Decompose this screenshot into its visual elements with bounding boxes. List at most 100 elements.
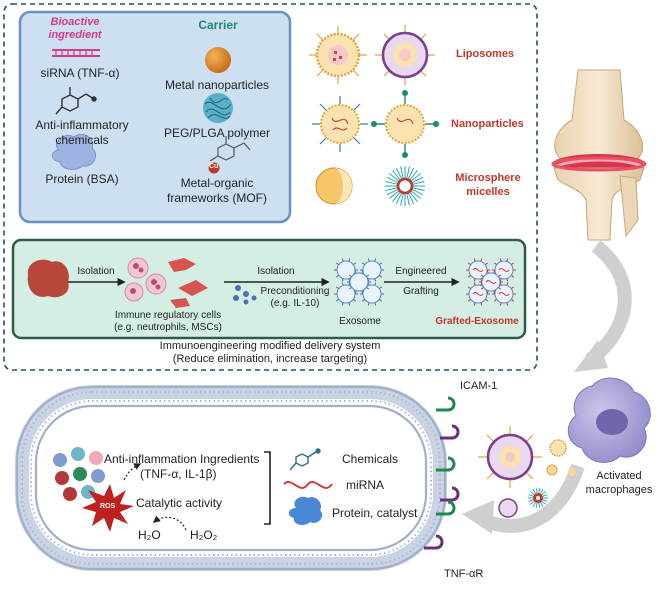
polymer-ball-icon	[203, 93, 233, 123]
bioactive-header: Bioactive ingredient	[48, 16, 102, 41]
exosome-spike	[365, 274, 370, 278]
protein-catalyst-icon	[288, 496, 323, 525]
micelle-tail	[411, 188, 424, 196]
exosome-cargo	[498, 268, 510, 272]
membrane-green-receptors	[436, 456, 456, 516]
immunoengineering-region	[3, 3, 538, 371]
exosome-label: Exosome	[339, 316, 381, 327]
membrane-inner-heads	[30, 400, 432, 556]
mof-label-line2: frameworks (MOF)	[167, 191, 267, 205]
micelle-tail	[411, 176, 424, 184]
micelle-tail	[400, 166, 404, 180]
exosome-spike	[335, 274, 340, 278]
exosome-spike	[352, 262, 357, 266]
exosome-vesicle	[362, 284, 382, 304]
exosome-spike	[510, 298, 515, 302]
sirna-strand-icon	[52, 49, 100, 57]
micelle-tail	[395, 167, 403, 180]
micelle-tail	[408, 191, 418, 202]
exosome-spike	[480, 286, 485, 290]
exosome-spike	[335, 262, 340, 266]
chemicals-cargo-label: Chemicals	[342, 452, 399, 466]
exosome-cargo	[498, 292, 510, 296]
micelle-tail	[395, 192, 403, 205]
exosome-spike	[348, 274, 353, 278]
mof-label-line1: Metal-organic	[180, 176, 254, 190]
micelle-tail	[411, 187, 425, 191]
activated-label-1: Activated	[596, 470, 642, 482]
exosome-spike	[467, 298, 472, 302]
metal-nanoparticle-icon	[205, 47, 231, 73]
microsphere-label: Microsphere	[455, 172, 521, 184]
membrane-band	[15, 385, 447, 571]
micelle-tail	[385, 187, 399, 191]
recruitment-arrow	[585, 240, 632, 366]
exosome-spike	[510, 274, 515, 278]
engineered-label: Engineered	[395, 266, 447, 277]
exosome-spike	[467, 274, 472, 278]
exosome-spike	[378, 262, 383, 266]
precondition-example: (e.g. IL-10)	[270, 298, 320, 309]
exosome-cargo	[472, 268, 484, 272]
exosome-spike	[484, 298, 489, 302]
tnfr-label: TNF-αR	[444, 568, 484, 580]
targeting-arrowhead	[462, 500, 494, 534]
micelle-head	[539, 495, 543, 499]
immune-cells-icon	[124, 257, 208, 308]
chemicals-label-line2: chemicals	[55, 133, 109, 147]
micelle-tail	[400, 192, 404, 206]
liposome-ligand-icon	[375, 25, 435, 85]
micelles-label: micelles	[466, 186, 510, 198]
chemicals-molecule-icon	[289, 448, 321, 471]
micelle-tail	[406, 192, 410, 206]
exosome-spike	[361, 262, 366, 266]
small-micelle-icon	[528, 488, 548, 508]
chemical-molecule-icon	[55, 87, 97, 115]
mirna-strand-icon	[283, 481, 333, 489]
exosome-spike	[467, 262, 472, 266]
h2o-label: H₂O	[138, 528, 161, 542]
exosome-spike	[510, 286, 515, 290]
sirna-label: siRNA (TNF-α)	[40, 66, 120, 80]
ros-burst-icon	[82, 484, 134, 532]
exosome-spike	[480, 274, 485, 278]
exosome-spike	[510, 262, 515, 266]
exosome-spike	[352, 298, 357, 302]
exosome-spike	[335, 286, 340, 290]
preconditioning-dots-icon	[233, 285, 257, 305]
exosome-cargo	[472, 292, 484, 296]
liposomes-label: Liposomes	[456, 48, 515, 60]
exosome-spike	[493, 298, 498, 302]
micelle-tail	[392, 170, 402, 181]
micelle-tail	[408, 170, 418, 181]
micelle-tail	[410, 189, 421, 199]
exosome-vesicle	[336, 260, 356, 280]
caption-line2: (Reduce elimination, increase targeting)	[172, 353, 368, 365]
exosome-spike	[378, 298, 383, 302]
preconditioning-label: Preconditioning	[260, 286, 330, 297]
ingredients-label-2: (TNF-α, IL-1β)	[140, 467, 217, 481]
carrier-header: Carrier	[198, 18, 238, 32]
peg-label: PEG/PLGA polymer	[163, 126, 271, 140]
tissue-icon	[27, 259, 69, 298]
exosome-spike	[484, 262, 489, 266]
protein-cargo-label: Protein, catalyst	[332, 506, 418, 520]
exosome-spike	[467, 286, 472, 290]
targeted-liposome-icon	[478, 426, 542, 488]
micelle-tail	[389, 173, 400, 183]
knee-joint-icon	[551, 69, 647, 241]
targeting-arrow	[481, 463, 585, 533]
exosome-spike	[335, 298, 340, 302]
membrane-inner-line	[34, 404, 428, 552]
exosome-cargo	[485, 280, 497, 284]
micelle-tail	[410, 173, 421, 183]
micelle-tail	[407, 167, 415, 180]
exosome-spike	[378, 286, 383, 290]
micelle-tail	[389, 189, 400, 199]
membrane-receptors	[424, 424, 460, 550]
cu-label: Cu	[209, 163, 219, 170]
grafted-exosome-label: Grafted-Exosome	[435, 316, 519, 327]
micelle-icon	[385, 166, 425, 206]
